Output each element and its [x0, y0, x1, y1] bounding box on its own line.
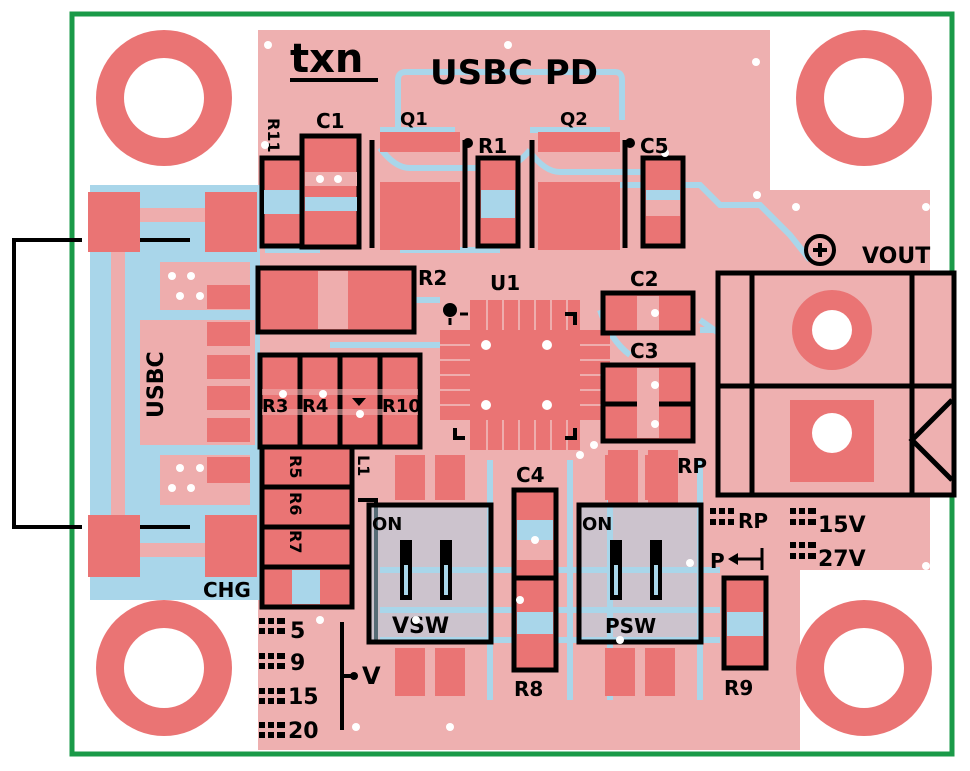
volt-5-label: 5 [290, 619, 305, 644]
voltage-legend: 5 9 15 20 V [259, 618, 381, 744]
r3-label: R3 [262, 396, 288, 417]
u1-label: U1 [490, 271, 520, 295]
component-r1: R1 [463, 134, 521, 249]
psw-on-label: ON [582, 514, 612, 535]
component-c1: C1 [299, 109, 362, 250]
vsw-label: VSW [392, 614, 449, 639]
logo: txn [290, 36, 378, 82]
component-c5: C5 [625, 134, 686, 249]
volt-20-label: 20 [288, 719, 319, 744]
plus-icon [804, 234, 836, 266]
volt-15-label: 15 [288, 685, 319, 710]
rp-legend: RP P 15V 27V [710, 508, 866, 573]
mounting-holes [96, 30, 932, 736]
r10-label: R10 [382, 396, 421, 417]
rp-top-label: RP [677, 454, 707, 478]
r8-label: R8 [514, 677, 543, 701]
v15-label: 15V [818, 513, 866, 538]
vsw-on-label: ON [372, 514, 402, 535]
r6-label: R6 [286, 492, 305, 515]
r2-label: R2 [418, 266, 447, 290]
component-r9: R9 [721, 575, 769, 700]
r4-label: R4 [302, 396, 328, 417]
usbc-label: USBC [144, 351, 169, 418]
usbc-connector: USBC [12, 192, 257, 577]
vout-terminal: VOUT [715, 234, 957, 498]
r9-label: R9 [724, 676, 753, 700]
logo-text: txn [290, 36, 363, 82]
l1-label: L1 [354, 455, 373, 476]
c3-label: C3 [630, 339, 659, 363]
r7-label: R7 [286, 530, 305, 553]
volt-9-label: 9 [290, 651, 305, 676]
rp-legend-label: RP [738, 509, 768, 533]
q2-label: Q2 [560, 109, 588, 130]
component-r2: R2 [255, 265, 447, 335]
r1-label: R1 [478, 134, 507, 158]
r5-label: R5 [286, 455, 305, 478]
component-c2: C2 [600, 267, 696, 336]
arrow-left-icon [728, 553, 738, 565]
q1-label: Q1 [400, 109, 428, 130]
resistor-array: R3 R4 R10 [257, 352, 423, 450]
p-legend-label: P [710, 549, 725, 573]
vsw-switch[interactable]: ON VSW [366, 455, 494, 696]
vias [261, 41, 930, 731]
component-r11: R11 [259, 118, 305, 249]
component-c4-r8: C4 R8 [511, 463, 559, 701]
chg-label: CHG [203, 578, 251, 602]
c2-label: C2 [630, 267, 659, 291]
component-q1: Q1 [369, 109, 468, 250]
component-q2: Q2 [529, 109, 628, 250]
c1-label: C1 [316, 109, 345, 133]
psw-switch[interactable]: ON PSW [576, 455, 704, 696]
component-u1: U1 [440, 271, 610, 450]
component-c3: C3 [600, 339, 696, 444]
resistor-column: R5 R6 R7 CHG [203, 444, 355, 610]
v27-label: 27V [818, 547, 866, 572]
c4-label: C4 [516, 463, 545, 487]
c5-label: C5 [640, 134, 669, 158]
v-legend-label: V [362, 662, 381, 690]
vout-label: VOUT [862, 244, 930, 269]
psw-label: PSW [605, 614, 656, 638]
board-title: USBC PD [430, 53, 598, 93]
